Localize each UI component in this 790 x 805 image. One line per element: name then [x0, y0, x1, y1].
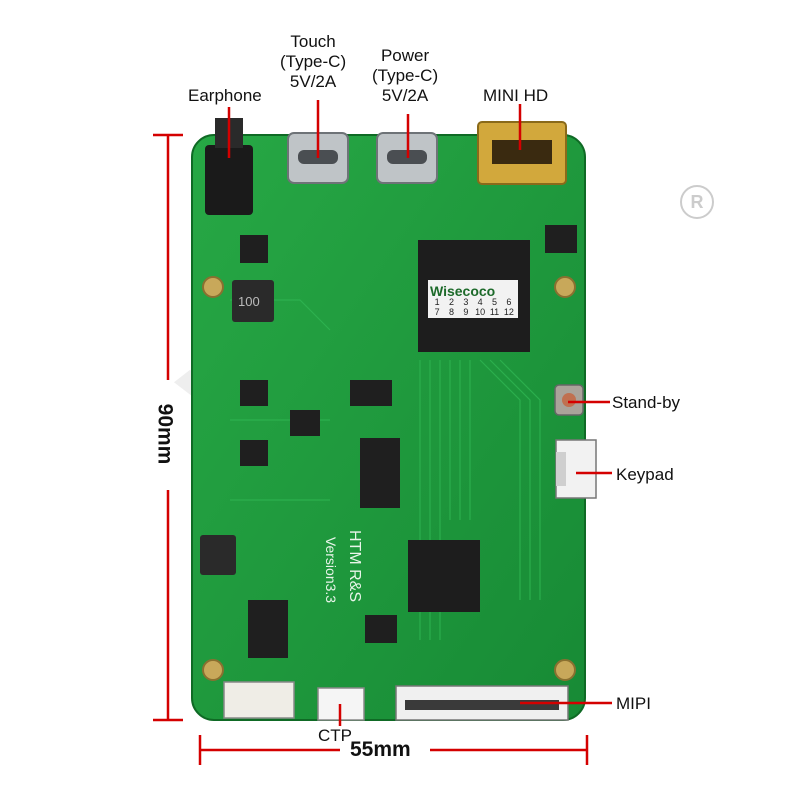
silkscreen-version: Version3.3	[323, 536, 340, 604]
chip-sticker	[428, 280, 518, 318]
registered-mark: R	[680, 185, 714, 219]
touch-label: Touch(Type-C)5V/2A	[280, 32, 347, 91]
mipi-label: MIPI	[616, 694, 651, 713]
inductor-label: 100	[238, 294, 260, 309]
inductor	[232, 280, 274, 322]
secondary-chip	[408, 540, 480, 612]
earphone-label: Earphone	[188, 86, 262, 105]
dimension-lines	[153, 133, 589, 765]
pointer-lines	[227, 100, 612, 726]
keypad-label: Keypad	[616, 465, 674, 484]
power-label: Power(Type-C)5V/2A	[372, 46, 439, 105]
mini-hd-label: MINI HD	[483, 86, 549, 105]
earphone-jack	[205, 145, 253, 215]
width-dimension: 55mm	[350, 738, 411, 761]
jst-connector	[223, 681, 295, 719]
standby-label: Stand-by	[612, 393, 681, 412]
mounting-holes	[202, 276, 576, 681]
height-dimension: 90mm	[153, 403, 177, 465]
chip-brand: Wisecoco	[430, 283, 496, 299]
ctp-label: CTP	[318, 726, 352, 745]
silkscreen-model: HTM R&S	[346, 530, 363, 602]
